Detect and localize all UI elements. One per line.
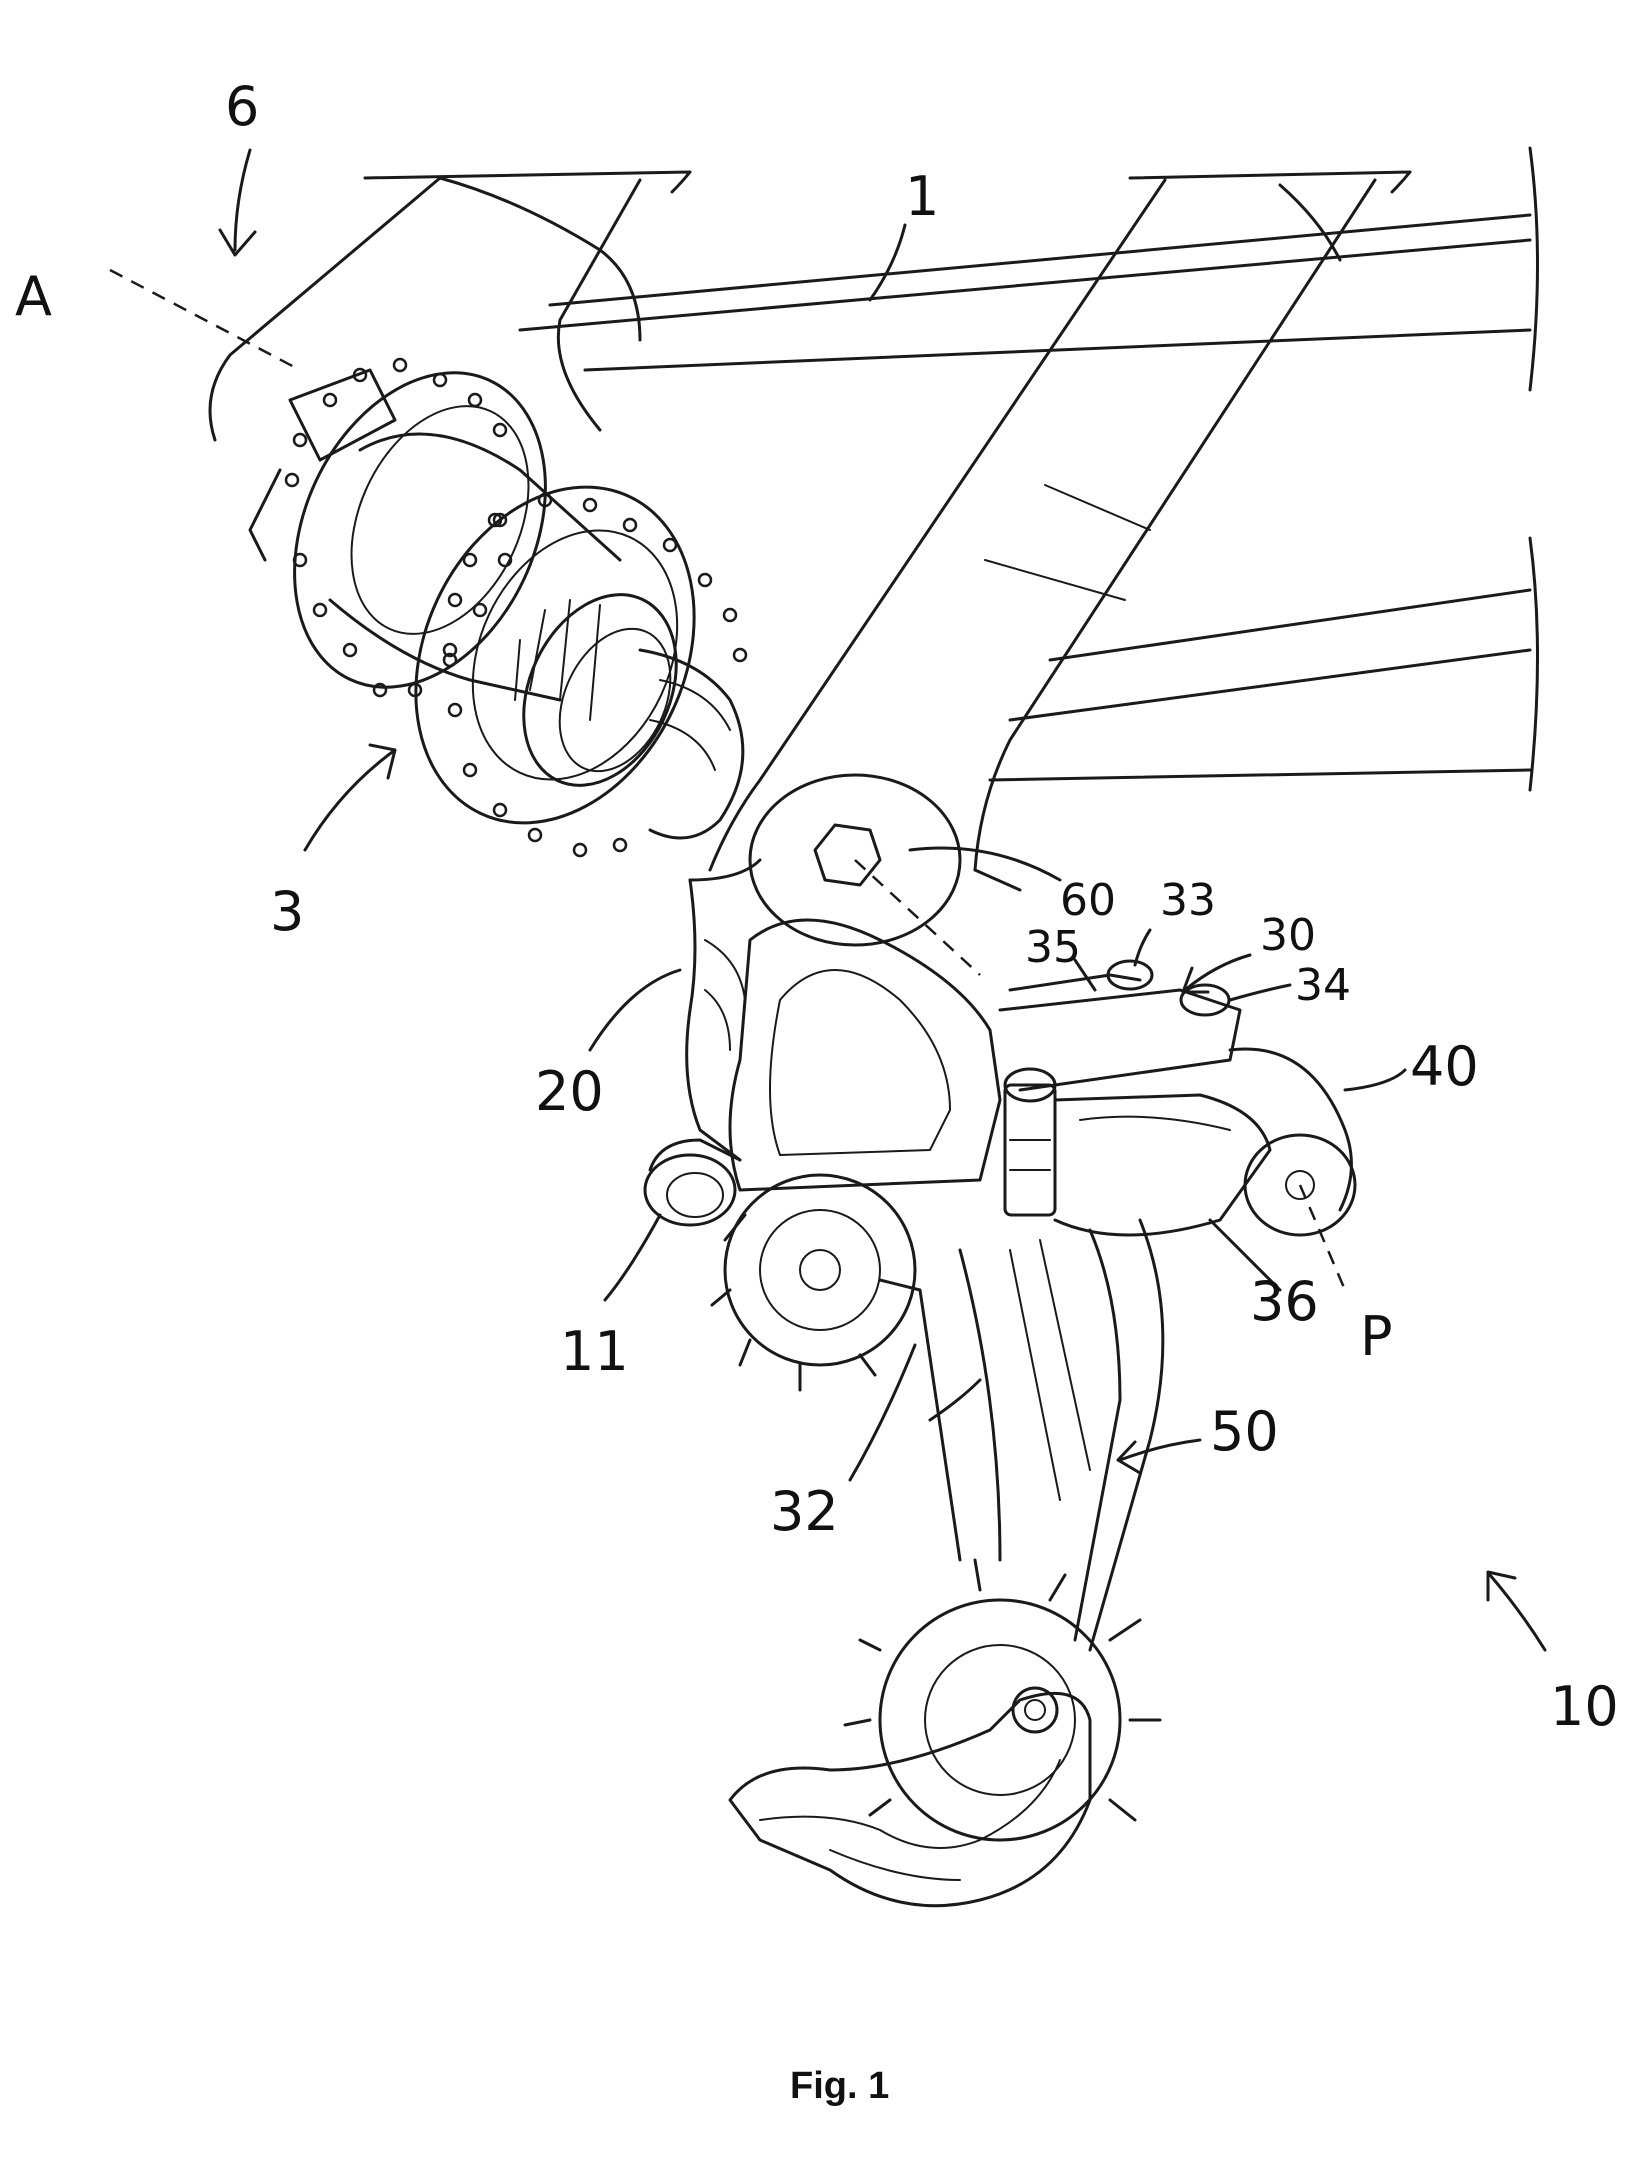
flange-holes [284,357,748,858]
upper-jockey-wheel [710,1173,917,1392]
axis-a-line [109,268,301,372]
label-a: A [15,265,52,328]
label-32: 32 [770,1480,839,1543]
lower-jockey-wheel [843,1558,1162,1842]
bicycle-frame [208,146,1539,892]
label-34: 34 [1295,960,1351,1011]
label-33: 33 [1160,875,1216,926]
label-1: 1 [905,165,939,228]
rear-derailleur [643,773,1357,1908]
label-11: 11 [560,1320,629,1383]
label-6: 6 [225,75,259,138]
label-40: 40 [1410,1035,1479,1098]
label-60: 60 [1060,875,1116,926]
figure-caption: Fig. 1 [790,2065,889,2107]
leader-lines [218,148,1547,1652]
label-36: 36 [1250,1270,1319,1333]
label-p: P [1360,1305,1393,1368]
label-10: 10 [1550,1675,1619,1738]
label-3: 3 [270,880,304,943]
rear-hub [248,357,748,858]
label-20: 20 [535,1060,604,1123]
label-50: 50 [1210,1400,1279,1463]
bolt-axis-line [854,859,981,976]
axis-p-line [1298,1184,1347,1291]
label-35: 35 [1025,922,1081,973]
label-30: 30 [1260,910,1316,961]
reference-numerals: 6 1 A 3 60 33 30 35 34 40 20 11 36 P 32 … [15,75,1619,1738]
